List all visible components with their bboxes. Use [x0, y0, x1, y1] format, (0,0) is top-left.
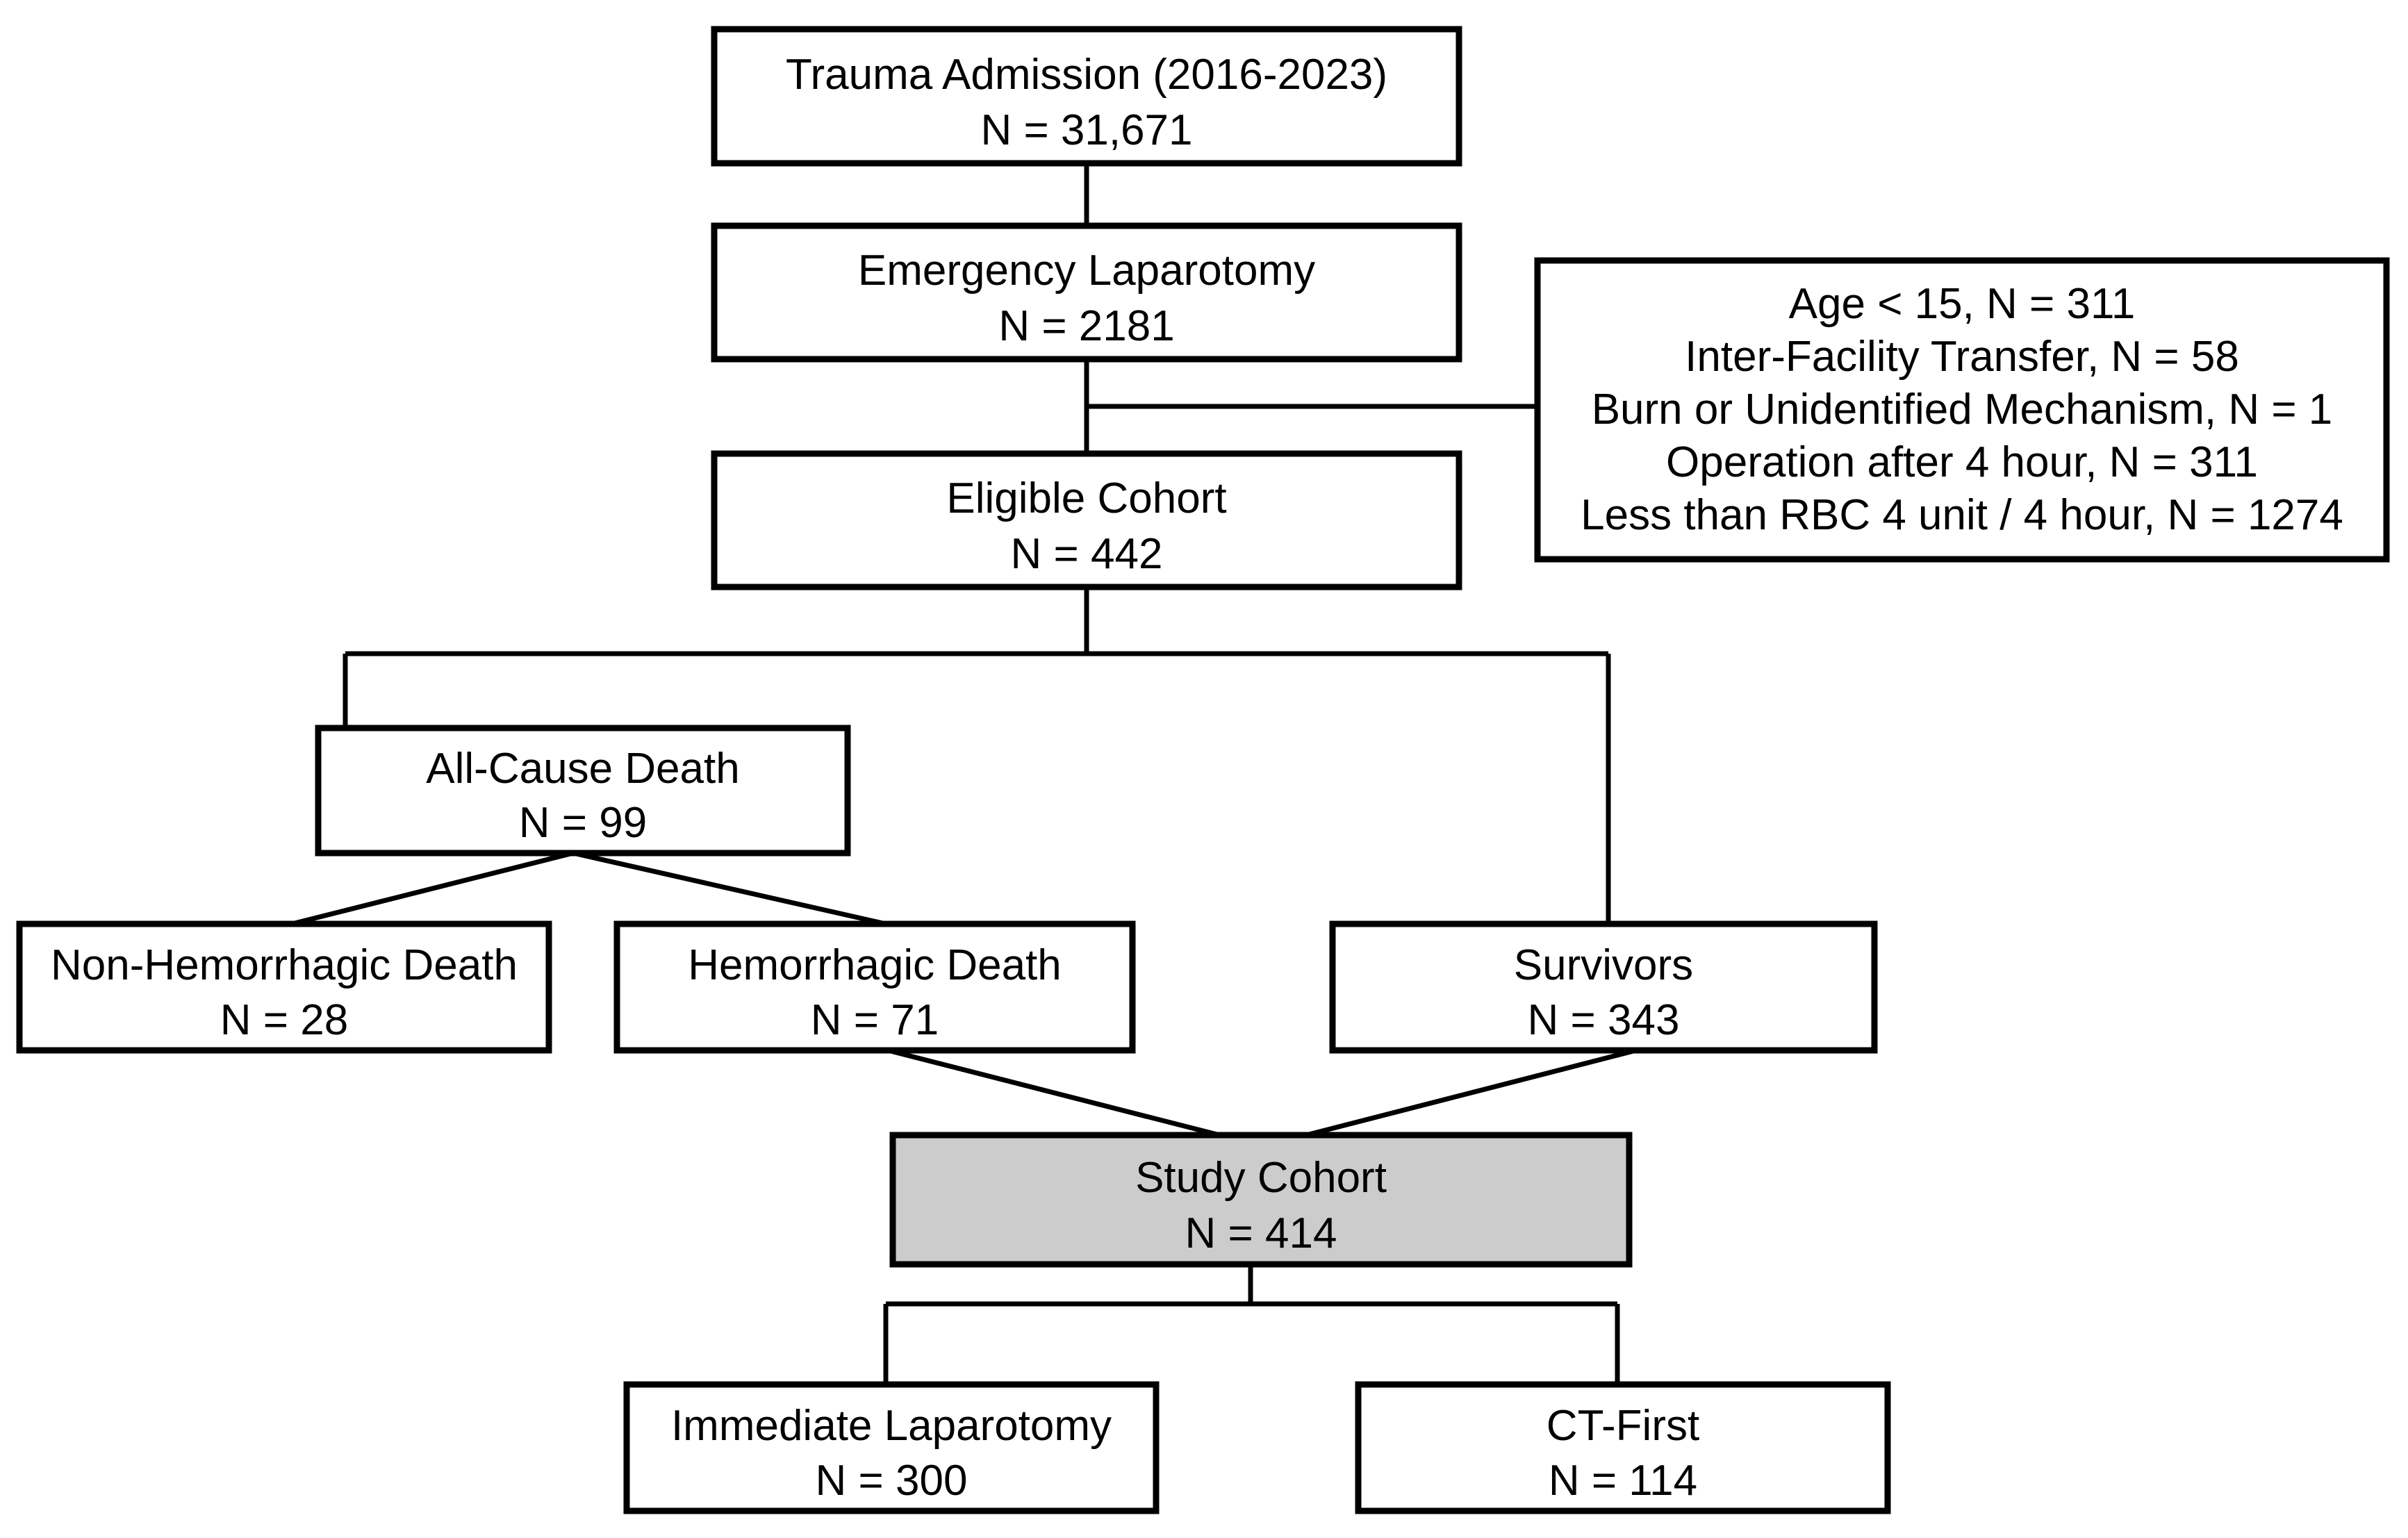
- node-trauma-admission[interactable]: Trauma Admission (2016-2023) N = 31,671: [711, 26, 1462, 167]
- exclusion-line-5: Less than RBC 4 unit / 4 hour, N = 1274: [1581, 491, 2343, 539]
- node-non-hemorrhagic-death[interactable]: Non-Hemorrhagic Death N = 28: [16, 920, 552, 1054]
- node-all-cause-death-line1: All-Cause Death: [426, 745, 739, 793]
- node-hemorrhagic-death-line2: N = 71: [811, 996, 939, 1044]
- exclusion-line-3: Burn or Unidentified Mechanism, N = 1: [1592, 386, 2333, 433]
- node-survivors-box[interactable]: [1329, 920, 1878, 1054]
- node-ct-first-line1: CT-First: [1547, 1402, 1699, 1450]
- node-exclusion-criteria[interactable]: Age < 15, N = 311 Inter-Facility Transfe…: [1534, 257, 2390, 563]
- node-hemorrhagic-death[interactable]: Hemorrhagic Death N = 71: [613, 920, 1136, 1054]
- node-eligible-cohort[interactable]: Eligible Cohort N = 442: [711, 450, 1462, 590]
- node-immediate-laparotomy-line2: N = 300: [816, 1457, 968, 1505]
- node-survivors-line2: N = 343: [1528, 996, 1680, 1044]
- node-survivors[interactable]: Survivors N = 343: [1329, 920, 1878, 1054]
- node-study-cohort-line2: N = 414: [1185, 1209, 1337, 1257]
- node-eligible-cohort-line2: N = 442: [1011, 530, 1163, 578]
- node-emergency-laparotomy-box[interactable]: [711, 222, 1462, 363]
- node-immediate-laparotomy-box[interactable]: [623, 1381, 1160, 1514]
- node-exclusion-criteria-box[interactable]: [1534, 257, 2390, 563]
- node-trauma-admission-box[interactable]: [711, 26, 1462, 167]
- node-immediate-laparotomy-line1: Immediate Laparotomy: [671, 1402, 1112, 1450]
- node-study-cohort-box[interactable]: [889, 1132, 1633, 1268]
- node-trauma-admission-line1: Trauma Admission (2016-2023): [786, 51, 1387, 99]
- node-eligible-cohort-line1: Eligible Cohort: [946, 474, 1226, 522]
- connector-group: [291, 163, 1637, 1384]
- connector-death-to-hemorrhagic: [572, 850, 886, 927]
- connector-survivors-to-study-cohort: [1262, 1048, 1637, 1149]
- node-emergency-laparotomy[interactable]: Emergency Laparotomy N = 2181: [711, 222, 1462, 363]
- node-immediate-laparotomy[interactable]: Immediate Laparotomy N = 300: [623, 1381, 1160, 1514]
- connector-hemorrhagic-to-study-cohort: [887, 1048, 1264, 1149]
- node-non-hemorrhagic-death-box[interactable]: [16, 920, 552, 1054]
- node-hemorrhagic-death-line1: Hemorrhagic Death: [688, 941, 1062, 989]
- node-eligible-cohort-box[interactable]: [711, 450, 1462, 590]
- connector-death-to-non-hemorrhagic: [291, 850, 574, 927]
- node-survivors-line1: Survivors: [1514, 941, 1693, 989]
- exclusion-line-1: Age < 15, N = 311: [1789, 280, 2136, 328]
- exclusion-line-2: Inter-Facility Transfer, N = 58: [1685, 333, 2239, 381]
- node-non-hemorrhagic-death-line1: Non-Hemorrhagic Death: [51, 941, 518, 989]
- node-non-hemorrhagic-death-line2: N = 28: [220, 996, 348, 1044]
- node-study-cohort[interactable]: Study Cohort N = 414: [889, 1132, 1633, 1268]
- node-ct-first-box[interactable]: [1355, 1381, 1891, 1514]
- node-ct-first-line2: N = 114: [1549, 1457, 1697, 1505]
- node-emergency-laparotomy-line1: Emergency Laparotomy: [858, 247, 1315, 295]
- node-emergency-laparotomy-line2: N = 2181: [998, 302, 1174, 350]
- node-trauma-admission-line2: N = 31,671: [980, 106, 1192, 154]
- node-all-cause-death-line2: N = 99: [519, 799, 647, 847]
- node-ct-first[interactable]: CT-First N = 114: [1355, 1381, 1891, 1514]
- node-hemorrhagic-death-box[interactable]: [613, 920, 1136, 1054]
- node-all-cause-death-box[interactable]: [315, 725, 851, 857]
- exclusion-line-4: Operation after 4 hour, N = 311: [1666, 438, 2258, 486]
- node-study-cohort-line1: Study Cohort: [1135, 1154, 1387, 1202]
- node-all-cause-death[interactable]: All-Cause Death N = 99: [315, 725, 851, 857]
